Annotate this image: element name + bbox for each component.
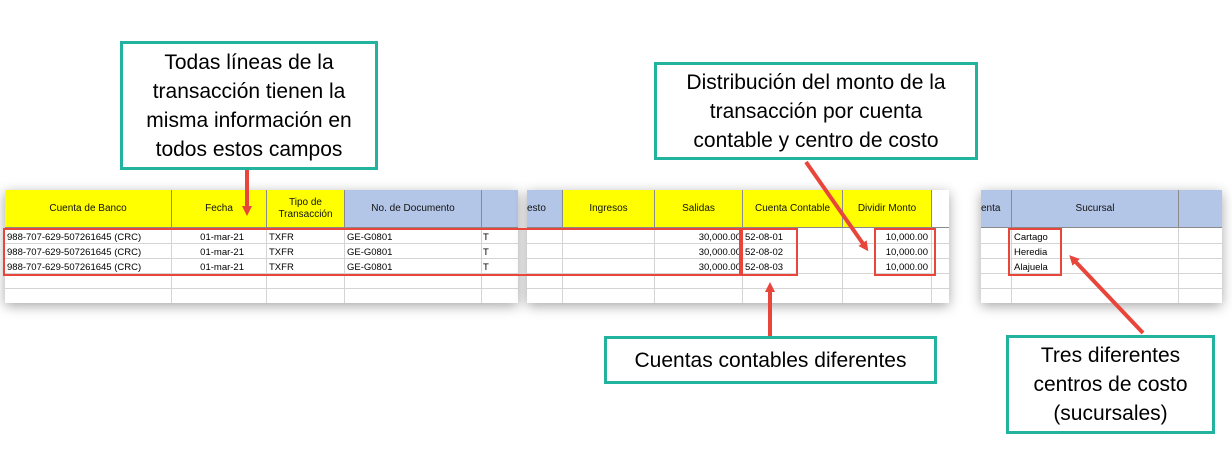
header-label: Ingresos — [589, 202, 628, 214]
header-label: Fecha — [205, 202, 233, 214]
cell-documento[interactable]: GE-G0801 — [347, 247, 393, 258]
cell-partial[interactable]: T — [483, 232, 489, 243]
cell-salidas[interactable]: 30,000.00 — [698, 247, 741, 258]
cell-cuenta-banco[interactable]: 988-707-629-507261645 (CRC) — [7, 247, 142, 258]
highlight-cuenta-contable — [741, 228, 798, 276]
callout-branches: Tres diferentes centros de costo (sucurs… — [1006, 335, 1215, 434]
header-salidas[interactable]: Salidas — [655, 190, 743, 228]
callout-accounts: Cuentas contables diferentes — [604, 336, 937, 384]
callout-text: Distribución del monto de la transacción… — [686, 70, 946, 152]
cell-tipo[interactable]: TXFR — [269, 262, 294, 273]
header-cuenta-contable[interactable]: Cuenta Contable — [743, 190, 843, 228]
header-label: Sucursal — [1075, 202, 1115, 214]
header-ingresos[interactable]: Ingresos — [563, 190, 655, 228]
spreadsheet-panel-right: enta Sucursal Cartago Heredia Alajuela — [981, 190, 1222, 303]
cell-sucursal[interactable]: Heredia — [1014, 247, 1048, 258]
cell-documento[interactable]: GE-G0801 — [347, 232, 393, 243]
callout-text: Todas líneas de la transacción tienen la… — [146, 50, 352, 161]
cell-cuenta-contable[interactable]: 52-08-01 — [745, 232, 784, 243]
cell-fecha[interactable]: 01-mar-21 — [200, 232, 244, 243]
callout-distribution: Distribución del monto de la transacción… — [654, 62, 978, 160]
header-tipo-de-transaccion[interactable]: Tipo de Transacción — [267, 190, 345, 228]
cell-fecha[interactable]: 01-mar-21 — [200, 262, 244, 273]
highlight-sucursal — [1008, 228, 1062, 276]
header-label: Cuenta de Banco — [49, 202, 127, 214]
header-sucursal[interactable]: Sucursal — [1012, 190, 1179, 228]
header-label: Dividir Monto — [857, 202, 917, 214]
cell-salidas[interactable]: 30,000.00 — [698, 232, 741, 243]
cell-documento[interactable]: GE-G0801 — [347, 262, 393, 273]
cell-tipo[interactable]: TXFR — [269, 247, 294, 258]
header-label: Salidas — [682, 202, 715, 214]
header-label: enta — [981, 202, 1001, 214]
cell-dividir-monto[interactable]: 10,000.00 — [885, 247, 928, 258]
cell-fecha[interactable]: 01-mar-21 — [200, 247, 244, 258]
arrow-to-dividir-monto — [804, 160, 869, 252]
header-label: No. de Documento — [371, 202, 455, 214]
arrow-to-sucursal — [1069, 255, 1145, 335]
spreadsheet-panel-middle: esto Ingresos Salidas Cuenta Contable Di… — [527, 190, 949, 303]
header-empty[interactable] — [932, 190, 949, 228]
header-partial-right[interactable] — [1179, 190, 1222, 228]
header-dividir-monto[interactable]: Dividir Monto — [843, 190, 932, 228]
cell-partial[interactable]: T — [483, 247, 489, 258]
highlight-dividir-monto — [874, 228, 936, 276]
cell-tipo[interactable]: TXFR — [269, 232, 294, 243]
header-label: Cuenta Contable — [754, 202, 831, 214]
header-label: esto — [527, 202, 546, 214]
header-label: Tipo de Transacción — [278, 196, 333, 220]
spreadsheet-panel-left: Cuenta de Banco Fecha Tipo de Transacció… — [5, 190, 518, 303]
callout-text: Tres diferentes centros de costo (sucurs… — [1033, 344, 1188, 425]
cell-cuenta-banco[interactable]: 988-707-629-507261645 (CRC) — [7, 232, 142, 243]
cell-salidas[interactable]: 30,000.00 — [698, 262, 741, 273]
callout-same-info: Todas líneas de la transacción tienen la… — [120, 41, 378, 170]
header-partial-esto[interactable]: esto — [527, 190, 563, 228]
cell-sucursal[interactable]: Alajuela — [1014, 262, 1048, 273]
cell-sucursal[interactable]: Cartago — [1014, 232, 1048, 243]
cell-cuenta-contable[interactable]: 52-08-03 — [745, 262, 784, 273]
cell-dividir-monto[interactable]: 10,000.00 — [885, 262, 928, 273]
highlight-left-rows — [3, 228, 741, 276]
cell-cuenta-banco[interactable]: 988-707-629-507261645 (CRC) — [7, 262, 142, 273]
callout-text: Cuentas contables diferentes — [634, 348, 907, 372]
cell-partial[interactable]: T — [483, 262, 489, 273]
cell-dividir-monto[interactable]: 10,000.00 — [885, 232, 928, 243]
header-partial[interactable] — [482, 190, 518, 228]
header-cuenta-de-banco[interactable]: Cuenta de Banco — [5, 190, 172, 228]
header-partial-enta[interactable]: enta — [981, 190, 1012, 228]
cell-cuenta-contable[interactable]: 52-08-02 — [745, 247, 784, 258]
header-no-de-documento[interactable]: No. de Documento — [345, 190, 482, 228]
